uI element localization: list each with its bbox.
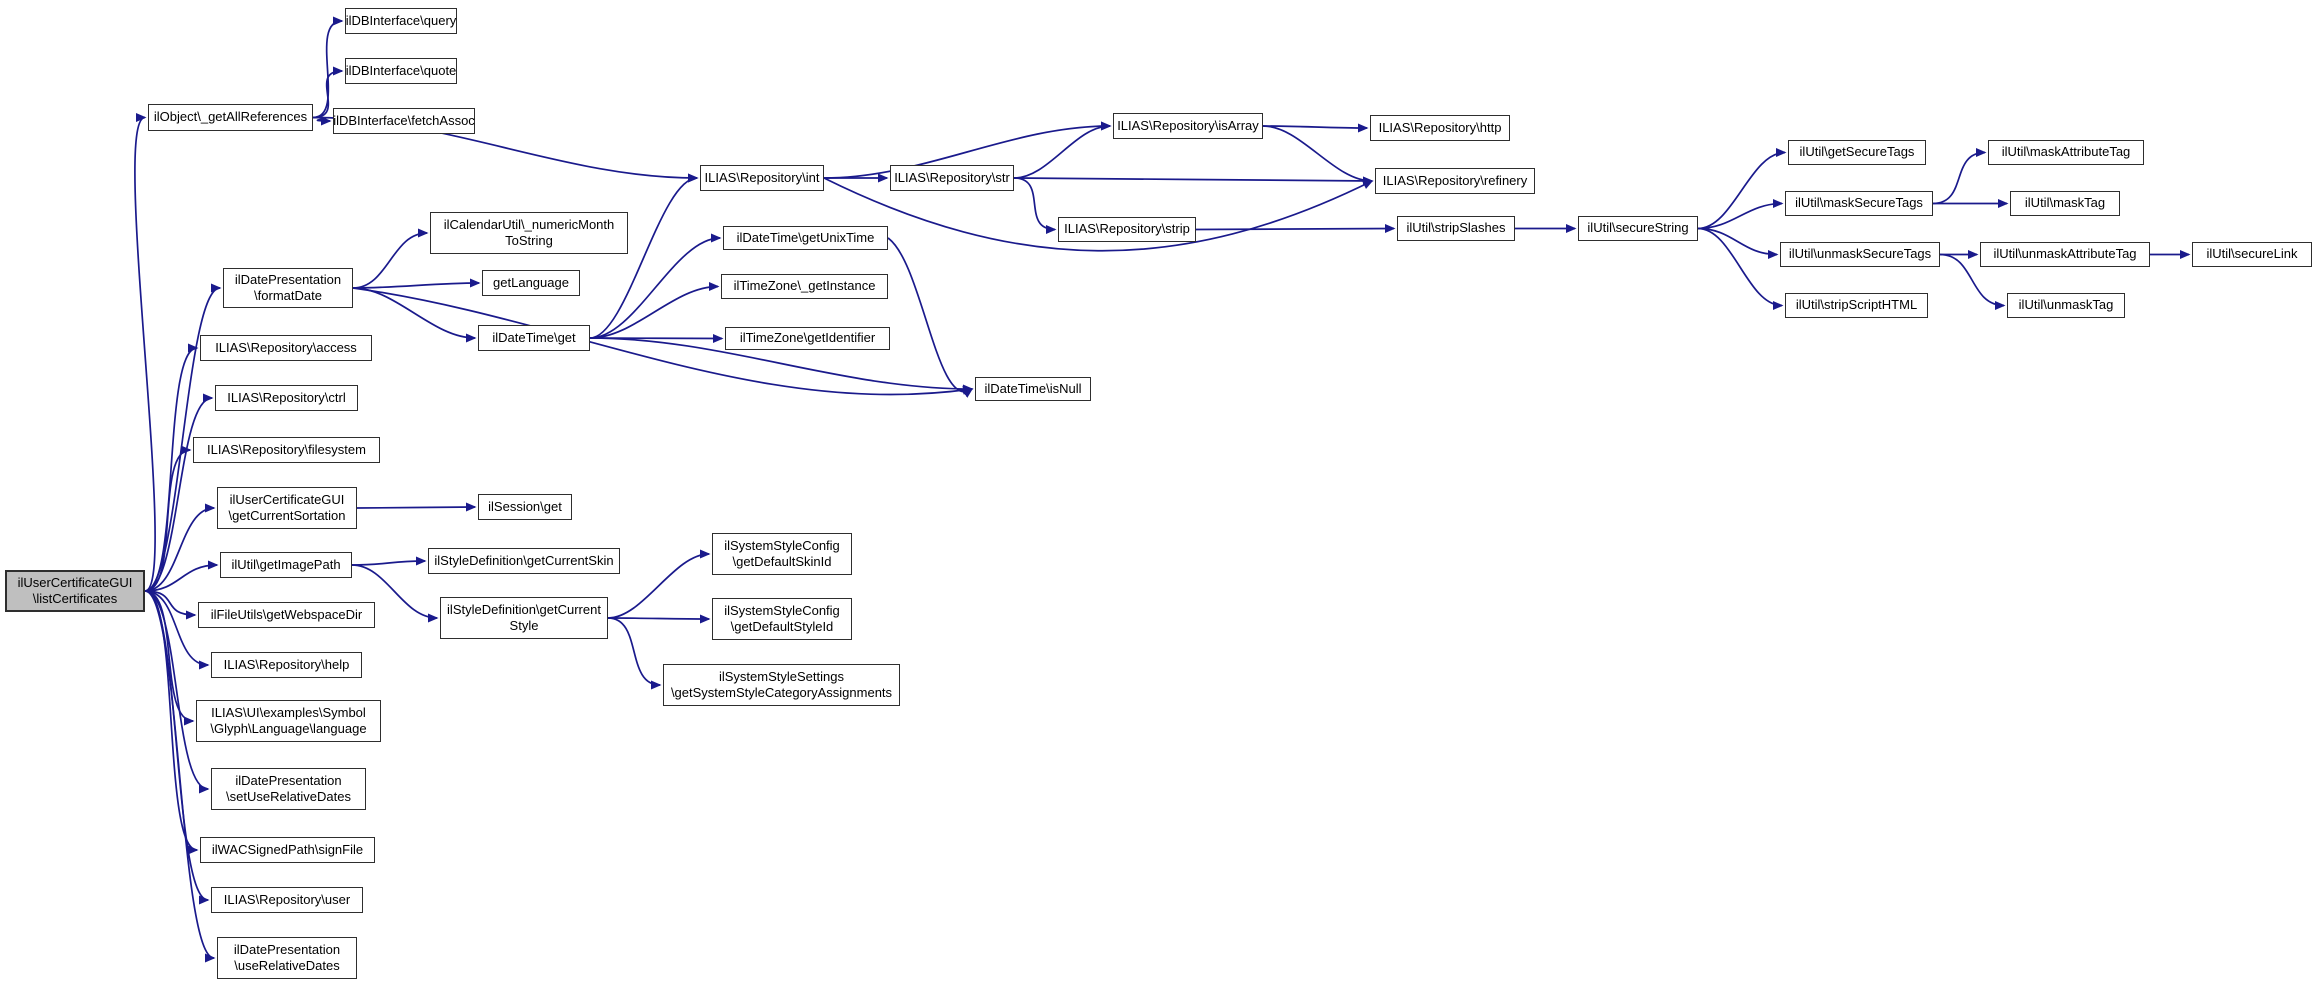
- node-unmaskTag[interactable]: ilUtil\unmaskTag: [2007, 293, 2125, 318]
- edge-currentStyle-to-defStyleId: [607, 614, 711, 624]
- node-maskTag[interactable]: ilUtil\maskTag: [2010, 191, 2120, 216]
- node-defStyleId[interactable]: ilSystemStyleConfig \getDefaultStyleId: [712, 598, 852, 640]
- edge-currentStyle-to-defSkinId: [607, 549, 711, 619]
- edge-root-to-filesystem: [144, 445, 192, 592]
- edge-dtGet-to-getUnixTime: [589, 233, 722, 339]
- edge-root-to-setUseRel: [144, 590, 210, 794]
- node-defSkinId[interactable]: ilSystemStyleConfig \getDefaultSkinId: [712, 533, 852, 575]
- edge-sortation-to-sessionGet: [356, 502, 477, 512]
- node-unmaskSecureTags[interactable]: ilUtil\unmaskSecureTags: [1780, 242, 1940, 267]
- node-unmaskAttributeTag[interactable]: ilUtil\unmaskAttributeTag: [1980, 242, 2150, 267]
- node-isNull[interactable]: ilDateTime\isNull: [975, 377, 1091, 401]
- edge-rStr-to-refinery: [1013, 176, 1374, 186]
- node-stripSlashes[interactable]: ilUtil\stripSlashes: [1397, 216, 1515, 241]
- edge-root-to-imagePath: [144, 560, 219, 592]
- edge-root-to-useRel: [144, 590, 216, 963]
- node-dtGet[interactable]: ilDateTime\get: [478, 325, 590, 351]
- node-rStrip[interactable]: ILIAS\Repository\strip: [1058, 217, 1196, 242]
- edge-root-to-webspaceDir: [144, 590, 197, 620]
- node-ctrl[interactable]: ILIAS\Repository\ctrl: [215, 385, 358, 411]
- edge-isArray-to-http: [1262, 123, 1369, 133]
- edge-imagePath-to-currentStyle: [351, 564, 439, 623]
- node-stripScriptHTML[interactable]: ilUtil\stripScriptHTML: [1785, 293, 1928, 318]
- edge-getUnixTime-to-isNull: [887, 237, 974, 398]
- node-rInt[interactable]: ILIAS\Repository\int: [700, 165, 824, 191]
- node-root: ilUserCertificateGUI \listCertificates: [5, 570, 145, 612]
- edge-formatDate-to-getLanguage: [352, 278, 481, 289]
- node-filesystem[interactable]: ILIAS\Repository\filesystem: [193, 437, 380, 463]
- node-query[interactable]: ilDBInterface\query: [345, 8, 457, 34]
- node-http[interactable]: ILIAS\Repository\http: [1370, 115, 1510, 141]
- edges-group: [134, 16, 2191, 963]
- node-getIdentifier[interactable]: ilTimeZone\getIdentifier: [725, 327, 890, 350]
- edge-rInt-to-isArray: [823, 121, 1112, 179]
- node-help[interactable]: ILIAS\Repository\help: [211, 652, 362, 678]
- edge-rStrip-to-stripSlashes: [1195, 224, 1396, 234]
- node-sortation[interactable]: ilUserCertificateGUI \getCurrentSortatio…: [217, 487, 357, 529]
- node-quote[interactable]: ilDBInterface\quote: [345, 58, 457, 84]
- node-isArray[interactable]: ILIAS\Repository\isArray: [1113, 113, 1263, 139]
- node-numMonth[interactable]: ilCalendarUtil\_numericMonth ToString: [430, 212, 628, 254]
- node-maskAttributeTag[interactable]: ilUtil\maskAttributeTag: [1988, 140, 2144, 165]
- edge-secureString-to-unmaskSecureTags: [1697, 227, 1779, 259]
- edge-currentStyle-to-styleCatAssign: [607, 617, 662, 690]
- edge-allRefs-to-query: [312, 16, 344, 119]
- node-useRel[interactable]: ilDatePresentation \useRelativeDates: [217, 937, 357, 979]
- node-styleCatAssign[interactable]: ilSystemStyleSettings \getSystemStyleCat…: [663, 664, 900, 706]
- node-fetchAssoc[interactable]: ilDBInterface\fetchAssoc: [333, 108, 475, 134]
- edge-maskSecureTags-to-maskAttributeTag: [1932, 148, 1987, 205]
- edge-secureString-to-getSecureTags: [1697, 148, 1787, 230]
- node-imagePath[interactable]: ilUtil\getImagePath: [220, 552, 352, 578]
- edge-imagePath-to-currentSkin: [351, 556, 427, 566]
- node-getSecureTags[interactable]: ilUtil\getSecureTags: [1788, 140, 1926, 165]
- node-sessionGet[interactable]: ilSession\get: [478, 494, 572, 520]
- node-language[interactable]: ILIAS\UI\examples\Symbol \Glyph\Language…: [196, 700, 381, 742]
- edge-dtGet-to-rInt: [589, 173, 699, 339]
- edge-root-to-access: [144, 343, 199, 592]
- edge-rInt-to-refinery: [823, 177, 1374, 252]
- edge-rStr-to-rStrip: [1013, 177, 1057, 234]
- node-currentSkin[interactable]: ilStyleDefinition\getCurrentSkin: [428, 548, 620, 574]
- edge-formatDate-to-numMonth: [352, 228, 429, 289]
- node-refinery[interactable]: ILIAS\Repository\refinery: [1375, 168, 1535, 194]
- edge-dtGet-to-getInstance: [589, 282, 720, 339]
- node-secureLink[interactable]: ilUtil\secureLink: [2192, 242, 2312, 267]
- node-getInstance[interactable]: ilTimeZone\_getInstance: [721, 274, 888, 299]
- node-setUseRel[interactable]: ilDatePresentation \setUseRelativeDates: [211, 768, 366, 810]
- edge-allRefs-to-quote: [312, 66, 344, 119]
- edge-isArray-to-refinery: [1262, 125, 1374, 186]
- node-getLanguage[interactable]: getLanguage: [482, 270, 580, 296]
- edge-root-to-help: [144, 590, 210, 670]
- edge-unmaskSecureTags-to-unmaskTag: [1939, 253, 2006, 310]
- node-webspaceDir[interactable]: ilFileUtils\getWebspaceDir: [198, 602, 375, 628]
- node-maskSecureTags[interactable]: ilUtil\maskSecureTags: [1785, 191, 1933, 216]
- edge-dtGet-to-isNull: [589, 337, 974, 394]
- node-currentStyle[interactable]: ilStyleDefinition\getCurrent Style: [440, 597, 608, 639]
- edge-formatDate-to-isNull: [352, 287, 974, 396]
- edge-formatDate-to-dtGet: [352, 287, 477, 343]
- edge-secureString-to-maskSecureTags: [1697, 199, 1784, 230]
- node-signFile[interactable]: ilWACSignedPath\signFile: [200, 837, 375, 863]
- edge-root-to-language: [144, 590, 195, 726]
- edge-secureString-to-stripScriptHTML: [1697, 227, 1784, 310]
- node-user[interactable]: ILIAS\Repository\user: [211, 887, 363, 913]
- node-rStr[interactable]: ILIAS\Repository\str: [890, 165, 1014, 191]
- node-secureString[interactable]: ilUtil\secureString: [1578, 216, 1698, 241]
- node-access[interactable]: ILIAS\Repository\access: [200, 335, 372, 361]
- edge-root-to-allRefs: [134, 113, 156, 592]
- node-formatDate[interactable]: ilDatePresentation \formatDate: [223, 268, 353, 308]
- edge-rStr-to-isArray: [1013, 121, 1112, 179]
- node-getUnixTime[interactable]: ilDateTime\getUnixTime: [723, 226, 888, 250]
- edge-root-to-sortation: [144, 503, 216, 592]
- node-allRefs[interactable]: ilObject\_getAllReferences: [148, 104, 313, 131]
